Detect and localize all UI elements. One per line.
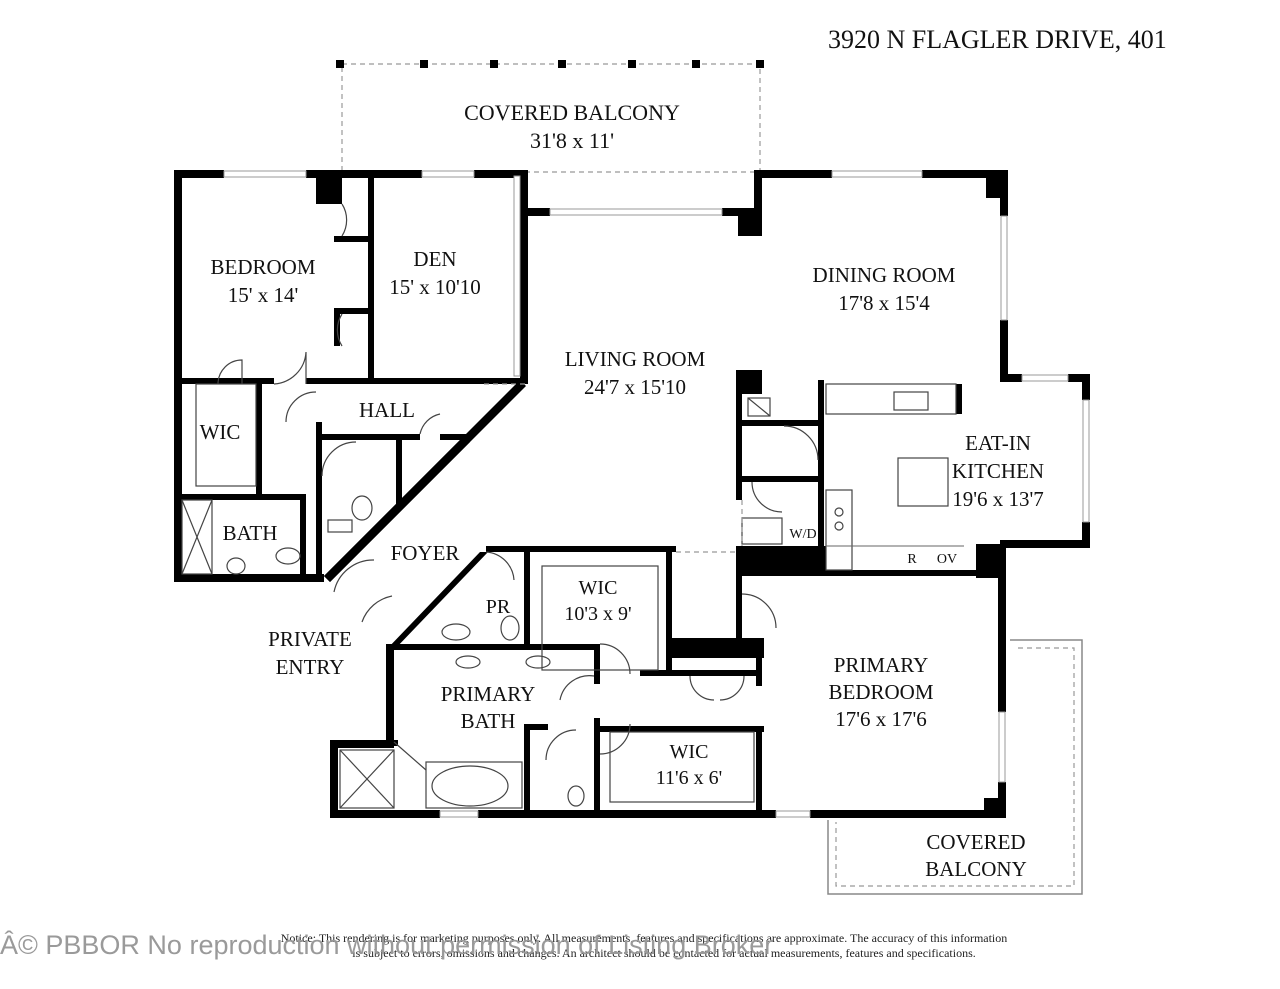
covered-balcony-bottom-label-line2: BALCONY xyxy=(925,857,1027,881)
living-room-label: LIVING ROOM xyxy=(565,347,706,371)
eat-in-kitchen-label-line2: KITCHEN xyxy=(952,459,1044,483)
doors-and-fixtures xyxy=(181,203,964,809)
covered-balcony-top-label: COVERED BALCONY xyxy=(464,100,680,125)
wic-primary-size: 11'6 x 6' xyxy=(656,767,722,789)
wic-center-label: WIC xyxy=(579,577,618,599)
primary-bath-label-line2: BATH xyxy=(461,709,516,733)
primary-bedroom-size: 17'6 x 17'6 xyxy=(835,707,927,731)
bedroom-size: 15' x 14' xyxy=(228,283,299,307)
den-size: 15' x 10'10 xyxy=(389,275,481,299)
wic-primary-label: WIC xyxy=(670,741,709,763)
copyright-watermark: Â© PBBOR No reproduction without permiss… xyxy=(0,929,773,960)
hall-label: HALL xyxy=(359,398,415,422)
foyer-label: FOYER xyxy=(391,541,460,565)
dining-room-size: 17'8 x 15'4 xyxy=(838,291,930,315)
eat-in-kitchen-size: 19'6 x 13'7 xyxy=(952,487,1044,511)
room-labels: COVERED BALCONY 31'8 x 11' BEDROOM 15' x… xyxy=(200,100,1044,881)
bedroom-label: BEDROOM xyxy=(210,255,315,279)
private-entry-label-line1: PRIVATE xyxy=(268,627,352,651)
interior-walls xyxy=(174,176,1002,818)
den-label: DEN xyxy=(413,247,456,271)
dining-room-label: DINING ROOM xyxy=(813,263,956,287)
windows xyxy=(223,170,1090,818)
primary-bath-label-line1: PRIMARY xyxy=(441,682,536,706)
covered-balcony-top-outline xyxy=(336,60,764,173)
notice-line-1: Notice: This rendering is for marketing … xyxy=(281,931,1008,945)
private-entry-label-line2: ENTRY xyxy=(276,655,345,679)
powder-room-label: PR xyxy=(486,596,511,618)
washer-dryer-label: W/D xyxy=(789,527,816,542)
eat-in-kitchen-label-line1: EAT-IN xyxy=(965,431,1031,455)
covered-balcony-top-size: 31'8 x 11' xyxy=(530,128,614,153)
wic-center-size: 10'3 x 9' xyxy=(564,603,631,625)
wic-bedroom-label: WIC xyxy=(200,420,241,444)
address-title: 3920 N FLAGLER DRIVE, 401 xyxy=(828,25,1167,54)
covered-balcony-bottom-label-line1: COVERED xyxy=(926,830,1025,854)
refrigerator-label: R xyxy=(907,552,917,567)
primary-bedroom-label-line2: BEDROOM xyxy=(828,680,933,704)
oven-label: OV xyxy=(937,552,957,567)
covered-balcony-bottom-outline xyxy=(827,639,1083,895)
notice-line-2: is subject to errors, omissions and chan… xyxy=(352,946,975,960)
living-room-size: 24'7 x 15'10 xyxy=(584,375,686,399)
primary-bedroom-label-line1: PRIMARY xyxy=(834,653,929,677)
bath-label: BATH xyxy=(223,521,278,545)
